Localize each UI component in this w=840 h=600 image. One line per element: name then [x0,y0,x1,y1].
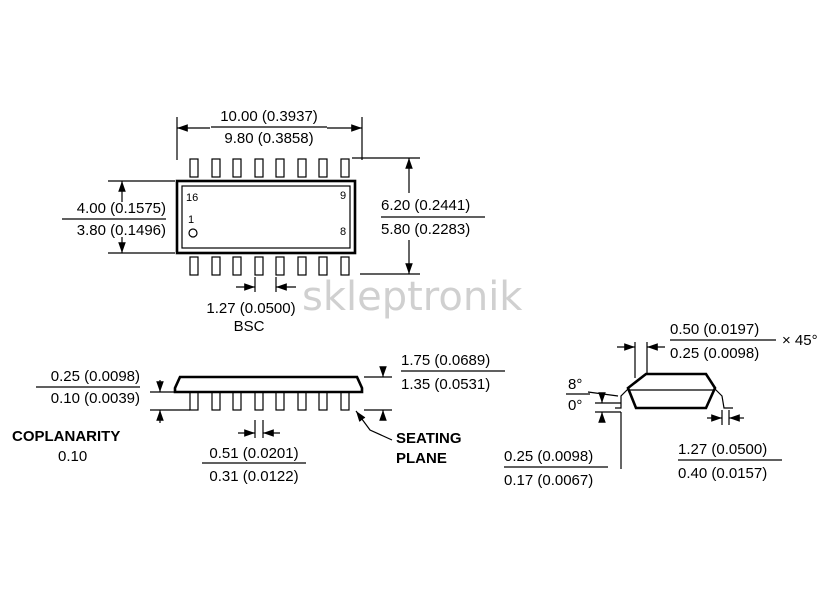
watermark: skleptronik [302,274,523,320]
top-view: 16 9 1 8 10.00 (0.3937) 9.80 (0.3858) 4.… [62,108,485,335]
body-width-min: 3.80 (0.1496) [77,222,166,239]
standoff-max: 0.25 (0.0098) [51,368,140,385]
overall-width-max: 6.20 (0.2441) [381,197,470,214]
pin-label-9: 9 [340,190,346,202]
chamfer-min: 0.25 (0.0098) [670,345,759,362]
top-pins-upper [189,158,350,178]
height-max: 1.75 (0.0689) [401,352,490,369]
package-body-top [175,179,357,255]
coplanarity-label: COPLANARITY [12,428,120,445]
side-leads [189,391,350,411]
pin-label-8: 8 [340,226,346,238]
side-view: 0.25 (0.0098) 0.10 (0.0039) COPLANARITY … [12,352,505,485]
foot-length-min: 0.40 (0.0157) [678,465,767,482]
lead-width-max: 0.51 (0.0201) [209,445,298,462]
pin1-marker [188,228,198,238]
overall-width-min: 5.80 (0.2283) [381,221,470,238]
chamfer-max: 0.50 (0.0197) [670,321,759,338]
top-pins-lower [189,256,350,276]
standoff-min: 0.10 (0.0039) [51,390,140,407]
package-body-end [626,372,717,410]
package-body-side [173,375,364,394]
chamfer-angle: × 45° [782,332,818,349]
height-min: 1.35 (0.0531) [401,376,490,393]
pitch-value: 1.27 (0.0500) [206,300,295,317]
lead-thickness-min: 0.17 (0.0067) [504,472,593,489]
pitch-note: BSC [234,318,265,335]
body-width-max: 4.00 (0.1575) [77,200,166,217]
lead-thickness-max: 0.25 (0.0098) [504,448,593,465]
pin-label-1: 1 [188,214,194,226]
pin-label-16: 16 [186,192,198,204]
foot-length-max: 1.27 (0.0500) [678,441,767,458]
seating-plane-line1: SEATING [396,430,462,447]
angle-max: 8° [568,376,582,393]
seating-plane-line2: PLANE [396,450,447,467]
end-view: 0.50 (0.0197) 0.25 (0.0098) × 45° 8° 0° … [504,321,818,489]
length-min: 9.80 (0.3858) [224,130,313,147]
coplanarity-value: 0.10 [58,448,87,465]
length-max: 10.00 (0.3937) [220,108,318,125]
lead-width-min: 0.31 (0.0122) [209,468,298,485]
angle-min: 0° [568,397,582,414]
